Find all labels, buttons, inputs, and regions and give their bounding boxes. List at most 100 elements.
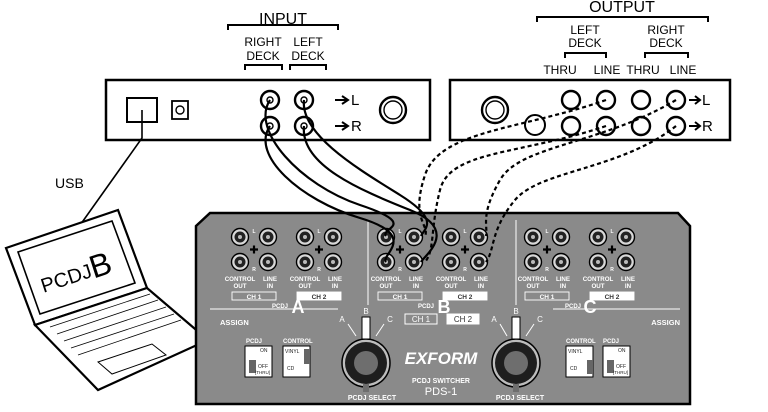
- laptop: PCDJ B: [4, 208, 211, 392]
- jack-a-ch2-line-r[interactable]: [323, 252, 343, 272]
- jack-r-label: R: [610, 267, 614, 273]
- control-toggle-left[interactable]: CONTROL VINYL CD: [282, 339, 313, 378]
- assign-ch2-label: CH 2: [454, 315, 473, 324]
- pcdj-toggle-left[interactable]: PCDJ ON OFF [THRU]: [244, 339, 273, 378]
- input-title: INPUT: [259, 11, 307, 28]
- input-right-deck-line2: DECK: [246, 49, 279, 63]
- section-c-label: C: [584, 297, 597, 317]
- output-title: OUTPUT: [589, 0, 655, 16]
- jack-a-ch1-control-l[interactable]: [230, 227, 250, 247]
- jack-r-label: R: [463, 267, 467, 273]
- cable-input-left-l: [302, 99, 429, 237]
- ch-box: [231, 291, 277, 301]
- input-right-deck-line1: RIGHT: [244, 35, 282, 49]
- cable-output-right-line-r: [485, 125, 677, 263]
- jack-a-ch2-control-l[interactable]: [295, 227, 315, 247]
- jack-l-label: L: [610, 229, 613, 235]
- output-arrow-r-icon: [689, 121, 702, 131]
- jack-a-ch1-line-r[interactable]: [258, 252, 278, 272]
- control-out-label-2: OUT: [379, 283, 392, 290]
- input-left-deck-line2: DECK: [291, 49, 324, 63]
- jack-l-label: L: [252, 229, 255, 235]
- pcdj-toggle-right[interactable]: PCDJ ON OFF [THRU]: [602, 339, 631, 378]
- line-in-label-2: IN: [267, 283, 274, 290]
- control-out-label: CONTROL: [583, 276, 614, 283]
- jack-b-ch1-line-r[interactable]: [404, 252, 424, 272]
- ground-plus-icon: [461, 245, 469, 254]
- knob-left-a-label: A: [339, 315, 345, 324]
- knob-left-b-label: B: [363, 307, 368, 316]
- pcdj-select-knob-left[interactable]: A B C: [339, 307, 393, 392]
- output-label-l: L: [702, 92, 710, 109]
- toggle-left-cd-label: CD: [287, 366, 295, 372]
- output-label-r: R: [702, 118, 713, 135]
- jack-l-label: L: [463, 229, 466, 235]
- brand-logo: EXFORM: [405, 349, 479, 368]
- jack-c-ch1-control-l[interactable]: [523, 227, 543, 247]
- jack-c-ch2-line-l[interactable]: [616, 227, 636, 247]
- jack-b-ch1-line-l[interactable]: [404, 227, 424, 247]
- jack-c-ch1-line-l[interactable]: [551, 227, 571, 247]
- jack-a-ch1-control-r[interactable]: [230, 252, 250, 272]
- output-arrow-l-icon: [689, 95, 702, 105]
- control-out-label-2: OUT: [298, 283, 311, 290]
- output-knob-icon: [524, 114, 546, 136]
- output-jack-left-thru-r[interactable]: [560, 115, 582, 137]
- toggle-right-off-label: OFF: [616, 364, 626, 370]
- ch-box: [589, 291, 635, 301]
- ch-box: [524, 291, 570, 301]
- jack-a-ch2-control-r[interactable]: [295, 252, 315, 272]
- pcdj-select-knob-right[interactable]: A B C: [491, 307, 543, 392]
- control-toggle-right[interactable]: CONTROL VINYL CD: [565, 339, 596, 378]
- cable-output-left-line-l: [418, 98, 607, 237]
- toggle-right-control-label: CONTROL: [566, 339, 596, 345]
- ch-label: CH 2: [312, 294, 327, 301]
- line-in-label-2: IN: [332, 283, 339, 290]
- pcdj-label: PCDJ: [418, 304, 434, 310]
- arrow-l-icon: [335, 95, 350, 105]
- jack-r-label: R: [252, 267, 256, 273]
- ground-plus-icon: [396, 245, 404, 254]
- usb-label: USB: [55, 175, 84, 191]
- control-out-label-2: OUT: [526, 283, 539, 290]
- jack-b-ch2-control-l[interactable]: [441, 227, 461, 247]
- toggle-right-vinyl-label: VINYL: [568, 349, 583, 355]
- control-out-label-2: OUT: [233, 283, 246, 290]
- jack-l-label: L: [545, 229, 548, 235]
- control-out-label: CONTROL: [225, 276, 256, 283]
- jack-a-ch1-line-l[interactable]: [258, 227, 278, 247]
- jack-c-ch2-line-r[interactable]: [616, 252, 636, 272]
- control-out-label: CONTROL: [371, 276, 402, 283]
- jack-b-ch2-line-r[interactable]: [469, 252, 489, 272]
- select-label-right: PCDJ SELECT: [496, 395, 545, 402]
- ch-box: [442, 291, 488, 301]
- line-in-label-2: IN: [413, 283, 420, 290]
- jack-c-ch1-line-r[interactable]: [551, 252, 571, 272]
- output-right-deck-line2: DECK: [649, 36, 682, 50]
- jack-c-ch2-control-r[interactable]: [588, 252, 608, 272]
- select-label-left: PCDJ SELECT: [348, 395, 397, 402]
- section-a-label: A: [292, 297, 305, 317]
- ground-plus-icon: [250, 245, 258, 254]
- jack-l-label: L: [398, 229, 401, 235]
- output-jack-left-thru-l[interactable]: [560, 89, 582, 111]
- line-in-label: LINE: [328, 276, 342, 283]
- jack-b-ch2-control-r[interactable]: [441, 252, 461, 272]
- toggle-right-pcdj-label: PCDJ: [603, 339, 619, 345]
- jack-c-ch1-control-r[interactable]: [523, 252, 543, 272]
- cable-output-left-line-r: [424, 124, 607, 263]
- ground-plus-icon: [608, 245, 616, 254]
- jack-c-ch2-control-l[interactable]: [588, 227, 608, 247]
- toggle-left-off-label: OFF: [258, 364, 268, 370]
- assign-ch1-label: CH 1: [412, 315, 431, 324]
- jack-r-label: R: [398, 267, 402, 273]
- jack-b-ch2-line-l[interactable]: [469, 227, 489, 247]
- jack-a-ch2-line-l[interactable]: [323, 227, 343, 247]
- ch-label: CH 1: [393, 294, 408, 301]
- output-jack-right-thru-l[interactable]: [630, 89, 652, 111]
- jack-r-label: R: [545, 267, 549, 273]
- ch-box: [296, 291, 342, 301]
- input-label-r: R: [351, 118, 362, 135]
- ch-label: CH 1: [540, 294, 555, 301]
